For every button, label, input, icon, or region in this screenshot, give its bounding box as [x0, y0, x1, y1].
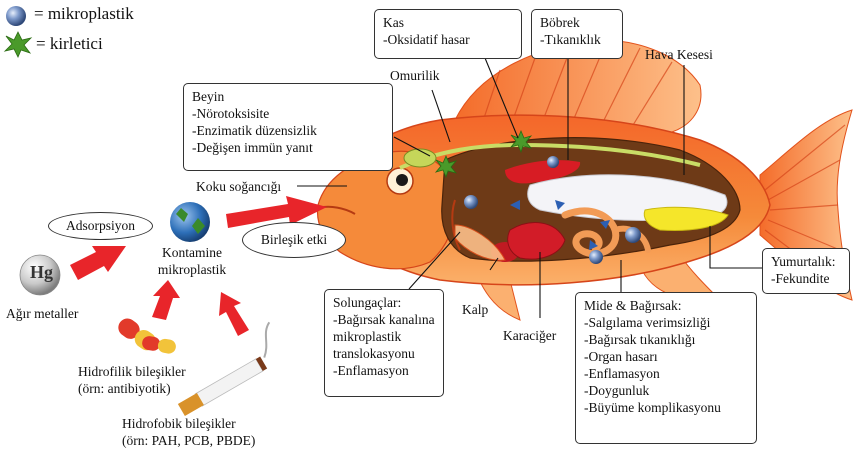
microplastic-icon	[625, 227, 641, 243]
brain-item: -Değişen immün yanıt	[192, 139, 384, 156]
liver-label: Karaciğer	[503, 327, 556, 344]
pollutant-icon	[5, 32, 31, 57]
muscle-title: Kas	[383, 14, 513, 31]
contaminated-line1: Kontamine	[152, 244, 232, 261]
spinal-cord-label: Omurilik	[390, 67, 440, 84]
brain-item: -Enzimatik düzensizlik	[192, 122, 384, 139]
contaminated-microplastic-label: Kontamine mikroplastik	[152, 244, 232, 278]
gills-item: mikroplastik	[333, 328, 435, 345]
brain-title: Beyin	[192, 88, 384, 105]
gills-title: Solungaçlar:	[333, 294, 435, 311]
gut-item: -Büyüme komplikasyonu	[584, 399, 748, 416]
gills-box: Solungaçlar: -Bağırsak kanalına mikropla…	[324, 289, 444, 397]
swim-bladder-label: Hava Kesesi	[645, 46, 713, 63]
kidney-box: Böbrek -Tıkanıklık	[531, 9, 623, 59]
gut-item: -Enflamasyon	[584, 365, 748, 382]
hydrophilic-line2: (örn: antibiyotik)	[78, 380, 186, 397]
contaminated-line2: mikroplastik	[152, 261, 232, 278]
heart-label: Kalp	[462, 301, 488, 318]
muscle-item: -Oksidatif hasar	[383, 31, 513, 48]
microplastic-icon	[464, 195, 478, 209]
gills-item: -Bağırsak kanalına	[333, 311, 435, 328]
legend-microplastic-label: = mikroplastik	[34, 5, 134, 22]
gills-item: -Enflamasyon	[333, 362, 435, 379]
adsorption-oval: Adsorpsiyon	[48, 212, 153, 240]
microplastic-icon	[6, 6, 26, 26]
ovary-title: Yumurtalık:	[771, 253, 841, 270]
gut-item: -Doygunluk	[584, 382, 748, 399]
combined-effect-oval: Birleşik etki	[242, 222, 346, 258]
gut-title: Mide & Bağırsak:	[584, 297, 748, 314]
capsule-icon	[141, 335, 177, 355]
kidney-item: -Tıkanıklık	[540, 31, 614, 48]
hydrophobic-line1: Hidrofobik bileşikler	[122, 415, 255, 432]
gut-item: -Salgılama verimsizliği	[584, 314, 748, 331]
legend	[5, 6, 31, 57]
ovary-box: Yumurtalık: -Fekundite	[762, 248, 850, 294]
arrow-heavy-metals	[70, 246, 126, 280]
brain-box: Beyin -Nörotoksisite -Enzimatik düzensiz…	[183, 83, 393, 171]
combined-effect-label: Birleşik etki	[261, 232, 327, 248]
hydrophilic-line1: Hidrofilik bileşikler	[78, 363, 186, 380]
gut-box: Mide & Bağırsak: -Salgılama verimsizliği…	[575, 292, 757, 444]
gut-item: -Organ hasarı	[584, 348, 748, 365]
arrow-hydrophilic	[152, 280, 180, 320]
adsorption-label: Adsorpsiyon	[66, 218, 135, 234]
heavy-metals-label: Ağır metaller	[6, 305, 78, 322]
hydrophilic-label: Hidrofilik bileşikler (örn: antibiyotik)	[78, 363, 186, 397]
gut-item: -Bağırsak tıkanıklığı	[584, 331, 748, 348]
muscle-box: Kas -Oksidatif hasar	[374, 9, 522, 59]
kidney-title: Böbrek	[540, 14, 614, 31]
legend-pollutant-label: = kirletici	[36, 35, 103, 52]
hg-symbol: Hg	[30, 264, 53, 281]
contaminated-microplastic-icon	[170, 202, 210, 242]
microplastic-icon	[547, 156, 559, 168]
arrow-hydrophobic	[219, 292, 249, 336]
hydrophobic-line2: (örn: PAH, PCB, PBDE)	[122, 432, 255, 449]
microplastic-icon	[589, 250, 603, 264]
brain-item: -Nörotoksisite	[192, 105, 384, 122]
brain	[404, 149, 436, 167]
ovary-item: -Fekundite	[771, 270, 841, 287]
gills-item: translokasyonu	[333, 345, 435, 362]
olfactory-bulb-label: Koku soğancığı	[196, 178, 281, 195]
hydrophobic-label: Hidrofobik bileşikler (örn: PAH, PCB, PB…	[122, 415, 255, 449]
